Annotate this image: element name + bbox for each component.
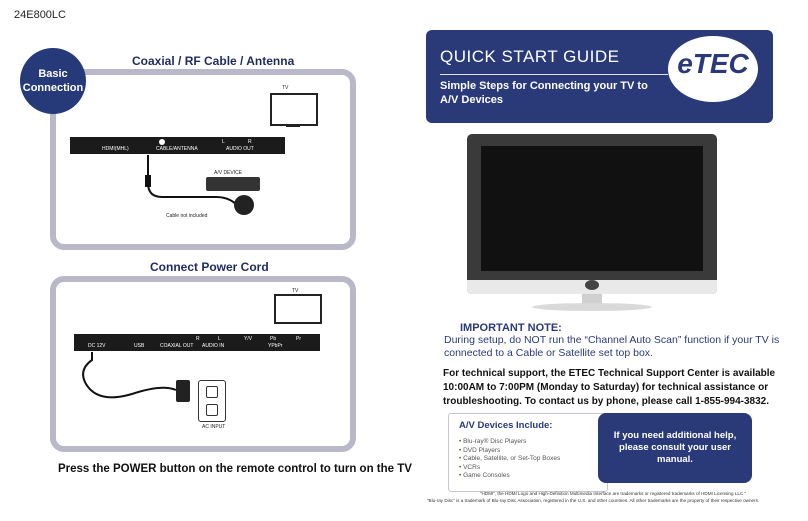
tv-screen (481, 146, 703, 271)
av-device-label: A/V DEVICE (214, 170, 243, 176)
port-usb: USB (134, 343, 145, 349)
guide-subtitle: Simple Steps for Connecting your TV to A… (440, 80, 648, 106)
port-ypbpr: YPbPr (268, 343, 283, 349)
important-body: During setup, do NOT run the “Channel Au… (444, 334, 780, 359)
coax-panel: TV HDMI(MHL) CABLE/ANTENNA L R AUDIO OUT… (50, 69, 356, 250)
port-audio-out: AUDIO OUT (226, 146, 254, 152)
coax-jack-icon (159, 139, 165, 145)
tv-label: TV (282, 85, 289, 91)
list-item: • DVD Players (459, 446, 501, 454)
list-item: • Blu-ray® Disc Players (459, 438, 527, 445)
port-audio-in: AUDIO IN (202, 343, 225, 349)
list-item: • VCRs (459, 463, 481, 471)
guide-title: QUICK START GUIDE (440, 47, 620, 66)
tv-illustration (274, 294, 322, 324)
power-port-strip: DC 12V USB COAXIAL OUT R L AUDIO IN Y/V … (74, 334, 320, 351)
port-coaxial-out: COAXIAL OUT (160, 343, 194, 349)
av-devices-title: A/V Devices Include: (459, 420, 553, 431)
socket-icon (206, 404, 218, 416)
footer-bluray-trademark: “Blu-ray Disc” is a trademark of Blu-ray… (427, 498, 760, 503)
footer-hdmi-trademark: “HDMI”, the HDMI Logo and High-Definitio… (480, 491, 747, 496)
power-panel: TV DC 12V USB COAXIAL OUT R L AUDIO IN Y… (50, 276, 356, 452)
wall-outlet (198, 380, 226, 422)
port-cable-antenna: CABLE/ANTENNA (156, 146, 198, 152)
tv-logo-icon (585, 280, 599, 290)
av-device-box (206, 177, 260, 191)
banner-divider (440, 74, 668, 75)
basic-connection-badge: Basic Connection (20, 48, 86, 114)
port-l: L (218, 336, 221, 342)
av-devices-box: A/V Devices Include: • Blu-ray® Disc Pla… (448, 413, 608, 492)
list-item: • Cable, Satellite, or Set-Top Boxes (459, 455, 561, 462)
port-l: L (222, 139, 225, 145)
tv-product-image (467, 134, 717, 294)
tv-base (532, 303, 652, 311)
power-section-title: Connect Power Cord (150, 260, 269, 274)
etec-logo-text: eTEC (677, 48, 749, 79)
port-pb: Pb (270, 336, 277, 342)
tv-neck (582, 294, 602, 304)
port-dc12v: DC 12V (88, 343, 106, 349)
support-text: For technical support, the ETEC Technica… (443, 368, 776, 407)
port-hdmi: HDMI(MHL) (102, 146, 129, 152)
etec-logo (668, 36, 758, 102)
socket-icon (206, 386, 218, 398)
coax-connector-icon (234, 195, 254, 215)
list-item: • Game Consoles (459, 472, 510, 479)
coax-section-title: Coaxial / RF Cable / Antenna (132, 54, 295, 68)
tv-label: TV (292, 288, 299, 294)
port-r: R (248, 139, 252, 145)
port-yv: Y/V (244, 336, 253, 342)
power-instruction: Press the POWER button on the remote con… (58, 463, 412, 475)
port-pr: Pr (296, 336, 301, 342)
tv-illustration (270, 93, 318, 126)
model-number: 24E800LC (14, 9, 66, 21)
help-callout: If you need additional help, please cons… (598, 413, 752, 483)
cable-note: Cable not included (166, 213, 208, 219)
coax-cable (145, 155, 241, 210)
av-devices-list: • Blu-ray® Disc Players • DVD Players • … (459, 438, 560, 481)
outlet-label: AC INPUT (202, 424, 226, 430)
port-r: R (196, 336, 200, 342)
tv-stand (286, 124, 300, 127)
important-heading: IMPORTANT NOTE: (460, 322, 562, 334)
power-cord (82, 352, 190, 402)
coax-port-strip: HDMI(MHL) CABLE/ANTENNA L R AUDIO OUT (70, 137, 285, 154)
